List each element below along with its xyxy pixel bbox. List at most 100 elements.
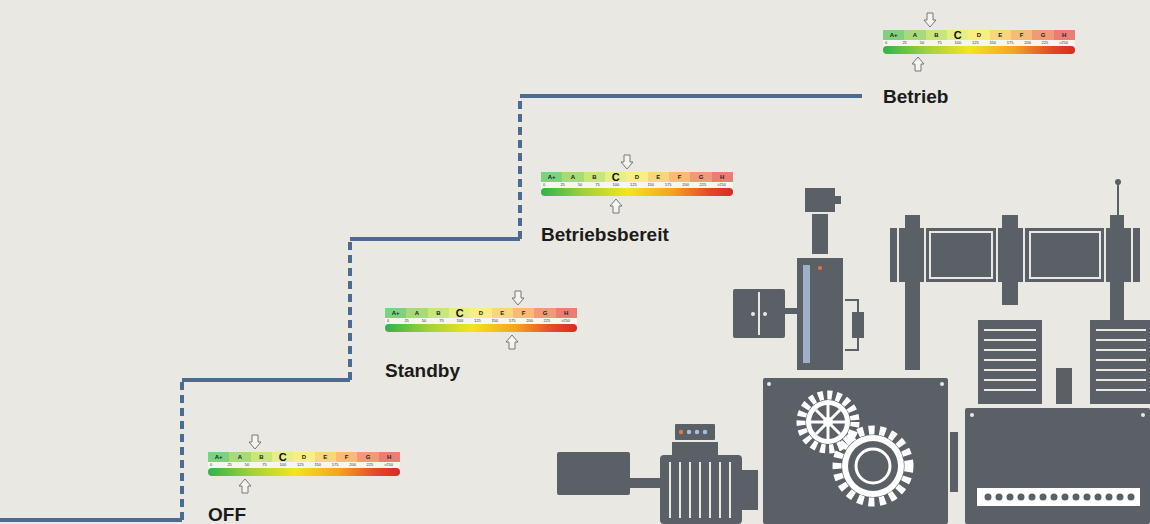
class-strip: A+ABCDEFGH (385, 308, 577, 318)
scale-value: 25 (227, 462, 231, 468)
efficiency-class: G (357, 452, 378, 462)
efficiency-class: A (562, 172, 583, 182)
scale-value: 75 (262, 462, 266, 468)
efficiency-class: G (534, 308, 555, 318)
energy-scale: A+ABCDEFGH0255075100125150175200225>250S… (385, 308, 577, 332)
scale-value: 100 (280, 462, 287, 468)
efficiency-class: H (1054, 30, 1075, 40)
efficiency-class: D (470, 308, 491, 318)
efficiency-class: C (272, 452, 293, 462)
scale-value: 175 (332, 462, 339, 468)
scale-value: 0 (543, 182, 545, 188)
scale-value: 150 (989, 40, 996, 46)
class-strip: A+ABCDEFGH (208, 452, 400, 462)
color-gradient-bar (208, 468, 400, 476)
scale-value: 25 (404, 318, 408, 324)
efficiency-class: H (556, 308, 577, 318)
efficiency-class: A+ (385, 308, 406, 318)
state-label: Betrieb (883, 86, 948, 108)
efficiency-class: F (1011, 30, 1032, 40)
efficiency-class: E (990, 30, 1011, 40)
scale-value: 75 (595, 182, 599, 188)
efficiency-class: F (336, 452, 357, 462)
scale-value: >250 (717, 182, 726, 188)
efficiency-class: E (648, 172, 669, 182)
pointer-arrows (239, 13, 936, 493)
color-gradient-bar (883, 46, 1075, 54)
scale-value: 225 (1042, 40, 1049, 46)
scale-value: 200 (526, 318, 533, 324)
efficiency-class: A (406, 308, 427, 318)
scale-value: 125 (474, 318, 481, 324)
state-label: Betriebsbereit (541, 224, 669, 246)
efficiency-class: H (379, 452, 400, 462)
energy-scale: A+ABCDEFGH0 25 50 75 100 125 150 175 200 225 >250 B… (883, 30, 1075, 54)
scale-value: 125 (630, 182, 637, 188)
scale-value: 125 (297, 462, 304, 468)
scale-value: 50 (245, 462, 249, 468)
efficiency-class: E (315, 452, 336, 462)
energy-scale: A+ABCDEFGH0 25 50 75 100 125 150 175 200 225 >250 B… (541, 172, 733, 196)
color-gradient-bar (385, 324, 577, 332)
scale-value: 225 (367, 462, 374, 468)
scale-value: 175 (1007, 40, 1014, 46)
efficiency-class: A (229, 452, 250, 462)
scale-value: >250 (1059, 40, 1068, 46)
scale-value: >250 (384, 462, 393, 468)
efficiency-class: E (492, 308, 513, 318)
efficiency-class: A+ (541, 172, 562, 182)
scale-value: 50 (920, 40, 924, 46)
scale-value: 150 (314, 462, 321, 468)
state-label: OFF (208, 504, 246, 524)
class-strip: A+ABCDEFGH (883, 30, 1075, 40)
efficiency-class: B (251, 452, 272, 462)
efficiency-class: F (669, 172, 690, 182)
scale-value: 225 (700, 182, 707, 188)
efficiency-class: A+ (883, 30, 904, 40)
efficiency-class: B (428, 308, 449, 318)
efficiency-class: D (968, 30, 989, 40)
scale-value: 100 (457, 318, 464, 324)
scale-value: 225 (544, 318, 551, 324)
scale-value: 50 (422, 318, 426, 324)
efficiency-class: A+ (208, 452, 229, 462)
efficiency-class: G (690, 172, 711, 182)
scale-value: 100 (613, 182, 620, 188)
efficiency-class: B (584, 172, 605, 182)
scale-value: 200 (349, 462, 356, 468)
efficiency-class: G (1032, 30, 1053, 40)
state-label: Standby (385, 360, 460, 382)
scale-value: >250 (561, 318, 570, 324)
scale-value: 125 (972, 40, 979, 46)
efficiency-class: B (926, 30, 947, 40)
scale-value: 25 (902, 40, 906, 46)
efficiency-class: D (626, 172, 647, 182)
gear (801, 395, 855, 449)
efficiency-class: D (293, 452, 314, 462)
scale-value: 200 (1024, 40, 1031, 46)
scale-value: 75 (937, 40, 941, 46)
scale-value: 0 (387, 318, 389, 324)
scale-value: 100 (955, 40, 962, 46)
efficiency-class: F (513, 308, 534, 318)
class-strip: A+ABCDEFGH (541, 172, 733, 182)
efficiency-class: C (947, 30, 968, 40)
scale-value: 175 (665, 182, 672, 188)
scale-value: 25 (560, 182, 564, 188)
scale-value: 50 (578, 182, 582, 188)
gear (837, 430, 909, 502)
scale-value: 175 (509, 318, 516, 324)
color-gradient-bar (541, 188, 733, 196)
efficiency-class: C (449, 308, 470, 318)
scale-value: 150 (647, 182, 654, 188)
efficiency-class: A (904, 30, 925, 40)
energy-scale: A+ABCDEFGH0255075100125150175200225>250O… (208, 452, 400, 476)
scale-value: 0 (210, 462, 212, 468)
scale-value: 0 (885, 40, 887, 46)
scale-value: 75 (439, 318, 443, 324)
scale-value: 150 (491, 318, 498, 324)
scale-value: 200 (682, 182, 689, 188)
efficiency-class: C (605, 172, 626, 182)
efficiency-class: H (712, 172, 733, 182)
